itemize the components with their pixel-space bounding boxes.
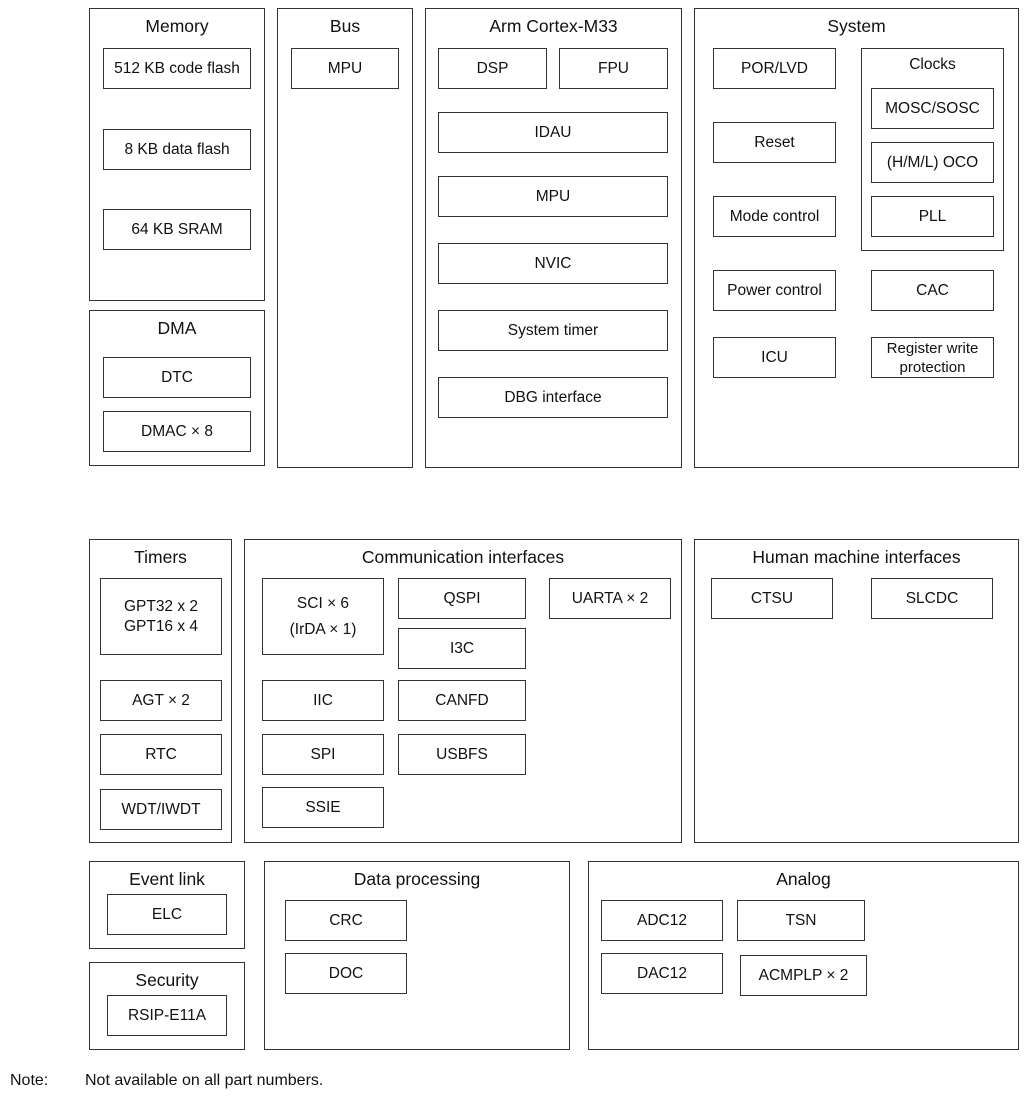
pll-block: PLL xyxy=(871,196,994,237)
slcdc-block: SLCDC xyxy=(871,578,993,619)
cortex-mpu-block: MPU xyxy=(438,176,668,217)
mode-control-block: Mode control xyxy=(713,196,836,237)
bus-mpu-block: MPU xyxy=(291,48,399,89)
doc-block: DOC xyxy=(285,953,407,994)
mosc-sosc-block: MOSC/SOSC xyxy=(871,88,994,129)
human-machine-interfaces-title: Human machine interfaces xyxy=(752,547,961,567)
icu-block: ICU xyxy=(713,337,836,378)
data-flash-block: 8 KB data flash xyxy=(103,129,251,170)
uarta-block: UARTA × 2 xyxy=(549,578,671,619)
acmplp-block: ACMPLP × 2 xyxy=(740,955,867,996)
dma-title: DMA xyxy=(157,318,197,338)
dsp-block: DSP xyxy=(438,48,547,89)
oco-block: (H/M/L) OCO xyxy=(871,142,994,183)
data-processing-title: Data processing xyxy=(353,869,481,889)
adc12-block: ADC12 xyxy=(601,900,723,941)
dmac-block: DMAC × 8 xyxy=(103,411,251,452)
timers-title: Timers xyxy=(134,547,187,567)
rsip-block: RSIP-E11A xyxy=(107,995,227,1036)
communication-interfaces-title: Communication interfaces xyxy=(361,547,565,567)
tsn-block: TSN xyxy=(737,900,865,941)
por-lvd-block: POR/LVD xyxy=(713,48,836,89)
nvic-block: NVIC xyxy=(438,243,668,284)
i3c-block: I3C xyxy=(398,628,526,669)
fpu-block: FPU xyxy=(559,48,668,89)
event-link-title: Event link xyxy=(129,869,205,889)
dac12-block: DAC12 xyxy=(601,953,723,994)
usbfs-block: USBFS xyxy=(398,734,526,775)
qspi-block: QSPI xyxy=(398,578,526,619)
wdt-iwdt-block: WDT/IWDT xyxy=(100,789,222,830)
iic-block: IIC xyxy=(262,680,384,721)
register-write-protection-block: Register write protection xyxy=(871,337,994,378)
agt-block: AGT × 2 xyxy=(100,680,222,721)
sram-block: 64 KB SRAM xyxy=(103,209,251,250)
idau-block: IDAU xyxy=(438,112,668,153)
bus-title: Bus xyxy=(329,16,361,36)
memory-title: Memory xyxy=(145,16,209,36)
code-flash-block: 512 KB code flash xyxy=(103,48,251,89)
note-label: Note: xyxy=(10,1072,49,1089)
spi-block: SPI xyxy=(262,734,384,775)
security-title: Security xyxy=(135,970,199,990)
reset-block: Reset xyxy=(713,122,836,163)
ssie-block: SSIE xyxy=(262,787,384,828)
elc-block: ELC xyxy=(107,894,227,935)
rtc-block: RTC xyxy=(100,734,222,775)
note-text: Not available on all part numbers. xyxy=(85,1072,324,1089)
power-control-block: Power control xyxy=(713,270,836,311)
cortex-m33-title: Arm Cortex-M33 xyxy=(489,16,618,36)
canfd-block: CANFD xyxy=(398,680,526,721)
ctsu-block: CTSU xyxy=(711,578,833,619)
cac-block: CAC xyxy=(871,270,994,311)
system-title: System xyxy=(827,16,886,36)
dbg-interface-block: DBG interface xyxy=(438,377,668,418)
dtc-block: DTC xyxy=(103,357,251,398)
sci-block: SCI × 6 (IrDA × 1) xyxy=(262,578,384,655)
gpt-block: GPT32 x 2 GPT16 x 4 xyxy=(100,578,222,655)
clocks-title: Clocks xyxy=(909,56,956,73)
analog-title: Analog xyxy=(776,869,831,889)
crc-block: CRC xyxy=(285,900,407,941)
system-timer-block: System timer xyxy=(438,310,668,351)
